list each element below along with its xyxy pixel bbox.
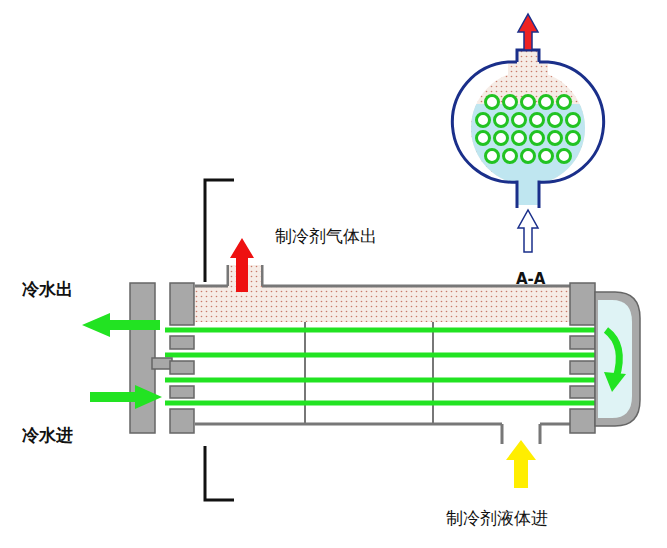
tube-section <box>495 114 508 127</box>
return-flow-arrow <box>606 330 619 378</box>
return-head <box>595 292 640 426</box>
tube-section <box>567 132 580 145</box>
section-bracket <box>205 446 234 500</box>
section-label: A-A <box>516 271 545 288</box>
tube-section <box>531 114 544 127</box>
tube-section <box>477 114 490 127</box>
liquid-inlet-label: 制冷剂液体进 <box>446 509 548 528</box>
tube-section <box>558 150 571 163</box>
right-tube-sheet <box>570 283 595 433</box>
tube-section <box>513 132 526 145</box>
tube-section <box>558 96 571 109</box>
left-tube-sheet <box>170 283 194 433</box>
water-out-label: 冷水出 <box>22 280 73 299</box>
gas-outlet-label: 制冷剂气体出 <box>275 227 377 246</box>
tube-section <box>549 114 562 127</box>
tube-section <box>495 132 508 145</box>
tube-section <box>531 132 544 145</box>
tube-section <box>504 150 517 163</box>
tube-section <box>486 96 499 109</box>
section-liquid-arrow <box>518 210 538 252</box>
tube-section <box>522 96 535 109</box>
cross-section <box>452 50 603 208</box>
tube-section <box>513 114 526 127</box>
tube-section <box>522 150 535 163</box>
water-in-arrow <box>90 385 162 409</box>
gas-out-arrow <box>230 238 254 292</box>
tube-section <box>477 132 490 145</box>
tube-section <box>567 114 580 127</box>
water-in-label: 冷水进 <box>22 426 73 445</box>
return-head-space <box>598 300 632 418</box>
pass-partition <box>152 358 172 369</box>
tube-section <box>549 132 562 145</box>
shell-wall <box>195 423 570 426</box>
tube-section <box>540 96 553 109</box>
section-gas-arrow <box>518 14 538 50</box>
baffle <box>305 322 433 424</box>
tube-section <box>540 150 553 163</box>
return-flow-arrow <box>604 372 626 392</box>
vapour-space <box>195 286 570 322</box>
tube-section <box>486 150 499 163</box>
water-out-arrow <box>82 313 160 337</box>
liquid-in-arrow <box>506 440 536 488</box>
tube-bundle <box>165 330 600 403</box>
tube-section <box>504 96 517 109</box>
